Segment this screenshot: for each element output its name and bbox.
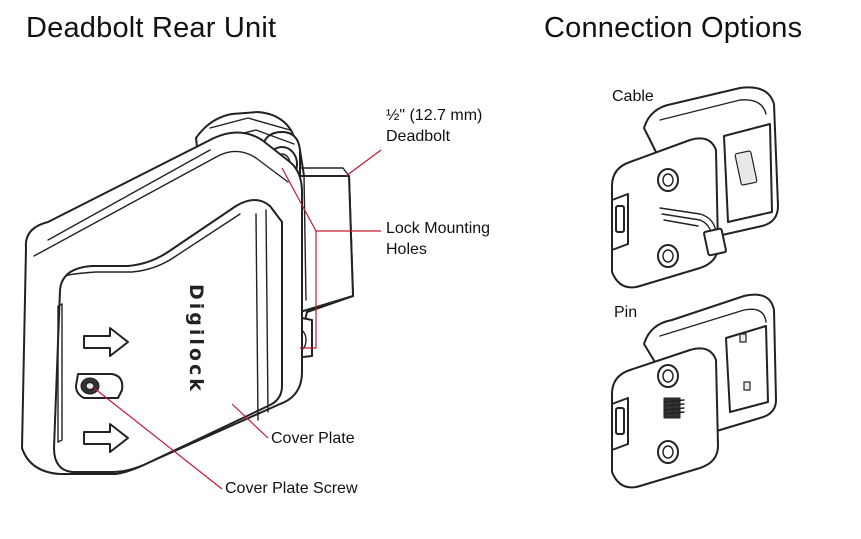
deadbolt-rear-unit-drawing: Digilock [21,111,354,475]
pin-connection-drawing [611,293,777,489]
cover-plate-screw-label: Cover Plate Screw [225,480,358,497]
pin-option-label: Pin [614,304,638,321]
deadbolt-size-line1: ½" (12.7 mm) [386,107,483,124]
cover-plate-screw-leader [93,387,223,490]
lock-mounting-holes-label: Lock Mounting Holes [386,218,490,260]
pin-header [663,397,685,419]
pin-back-panel [725,325,769,413]
cable-option-label: Cable [612,88,654,105]
cover-plate-label: Cover Plate [271,430,355,447]
lock-mounting-line2: Holes [386,241,427,258]
deadbolt-rear-unit-title: Deadbolt Rear Unit [26,12,277,44]
cover-plate [53,199,283,473]
mounting-holes-leader [281,167,381,349]
deadbolt-size-line2: Deadbolt [386,128,451,145]
brand-logo: Digilock [185,284,207,394]
leader-lines [93,149,382,490]
deadbolt-leader [345,149,382,177]
connection-options-title: Connection Options [544,12,803,44]
arrow-right-icon [83,327,129,357]
arrow-right-icon [83,423,129,453]
cable-connector [703,227,727,257]
deadbolt-size-label: ½" (12.7 mm) Deadbolt [386,105,482,147]
cover-plate-leader [231,403,269,439]
cable-connection-drawing [611,86,779,289]
lock-mounting-line1: Lock Mounting [386,220,491,237]
